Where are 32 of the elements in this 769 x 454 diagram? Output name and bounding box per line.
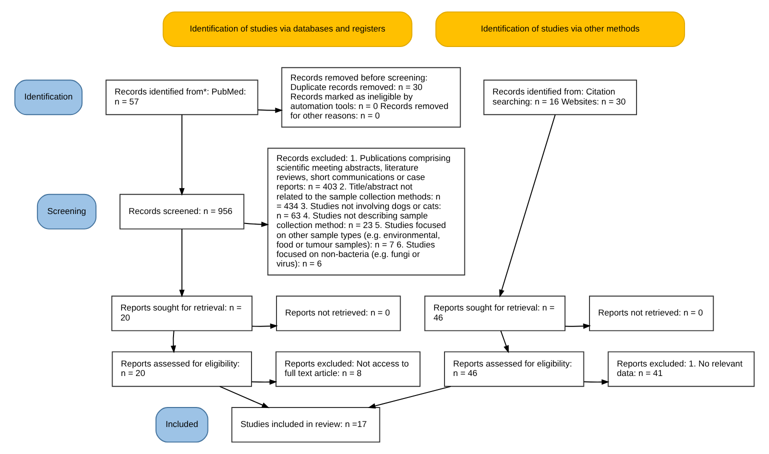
node-box: Reports assessed for eligibility: n = 20 (112, 351, 252, 387)
node-box: Identification (14, 80, 83, 116)
arrow (368, 386, 452, 409)
node-box: Reports sought for retrieval: n = 46 (424, 296, 566, 332)
node-box: Reports excluded: 1. No relevant data: n = 41 (608, 351, 755, 387)
node-box: Included (156, 407, 208, 443)
arrow (564, 323, 591, 329)
arrow (499, 114, 556, 298)
node-box: Records identified from*: PubMed: n = 57 (106, 80, 258, 116)
arrow (179, 228, 185, 298)
node-box: Reports not retrieved: n = 0 (276, 296, 401, 332)
arrow (583, 379, 610, 385)
arrow (251, 379, 278, 385)
arrow (252, 323, 278, 329)
node-box: Reports excluded: Not access to full text article: n = 8 (276, 351, 420, 387)
node-box: Records removed before screening: Duplicate records removed: n = 30 Records marked as ineligible by automation tools: n = 0 Records removed for other reasons: n = 0 (281, 67, 461, 128)
arrow (244, 222, 270, 228)
node-box: Studies included in review: n =17 (231, 407, 380, 443)
node-box: Screening (36, 194, 96, 230)
node-box: Reports assessed for eligibility: n = 46 (444, 351, 584, 387)
arrow (219, 386, 270, 408)
node-box: Reports sought for retrieval: n = 20 (111, 296, 252, 332)
node-box: Records screened: n = 956 (120, 194, 244, 230)
arrow (500, 330, 509, 354)
node-box: Records excluded: 1. Publications comprising scientific meeting abstracts, literature reviews, short communications or case reports: n = 403 2. Title/abstract not related to the sample collection methods: n = 434 3. Studies not involving dogs or cats: n = 63 4. Studies not describing sample collection method: n = 23 5. Studies focused on other sample types (e.g. environmental, food or tumour samples): n = 7 6. Studies focused on non-bacteria (e.g. fungi or virus): n = 6 (267, 148, 466, 276)
arrow (179, 114, 185, 196)
arrow (170, 330, 176, 354)
node-box: Records identified from: Citation searching: n = 16 Websites: n = 30 (483, 80, 638, 116)
node-box: Identification of studies via other methods (435, 11, 686, 47)
node-box: Identification of studies via databases and registers (162, 11, 412, 47)
node-box: Reports not retrieved: n = 0 (589, 296, 714, 332)
arrow (258, 108, 283, 114)
